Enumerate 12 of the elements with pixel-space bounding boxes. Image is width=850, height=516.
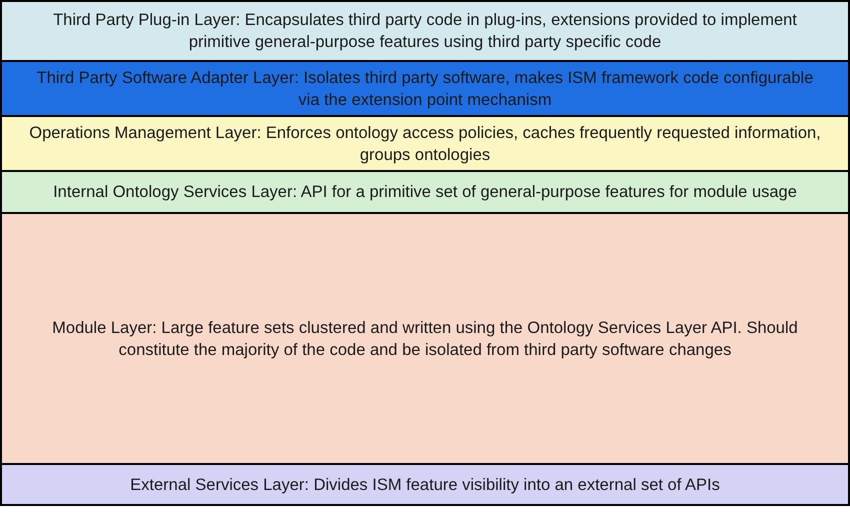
layer-description: External Services Layer: Divides ISM feature visibility into an external set of APIs [130, 474, 720, 496]
layer-description: Operations Management Layer: Enforces ontology access policies, caches frequently requested information, groups ontologies [28, 122, 822, 166]
layer-band [0, 60, 850, 117]
layer-description: Third Party Plug-in Layer: Encapsulates third party code in plug-ins, extensions provided to implement primitive general-purpose features using third party specific code [52, 10, 798, 53]
layer-band [0, 0, 850, 62]
layer-band [0, 115, 850, 172]
layer-description: Module Layer: Large feature sets clustered and written using the Ontology Services Layer API. Should constitute the majority of the code and be isolated from third party software changes [51, 318, 799, 360]
layer-description: Third Party Software Adapter Layer: Isolates third party software, makes ISM framework code configurable via the extension point mechanism [36, 68, 814, 110]
layer-band [0, 170, 850, 214]
layer-band [0, 463, 850, 506]
layer-description: Internal Ontology Services Layer: API for a primitive set of general-purpose features for module usage [53, 182, 797, 203]
layer-band [0, 212, 850, 465]
